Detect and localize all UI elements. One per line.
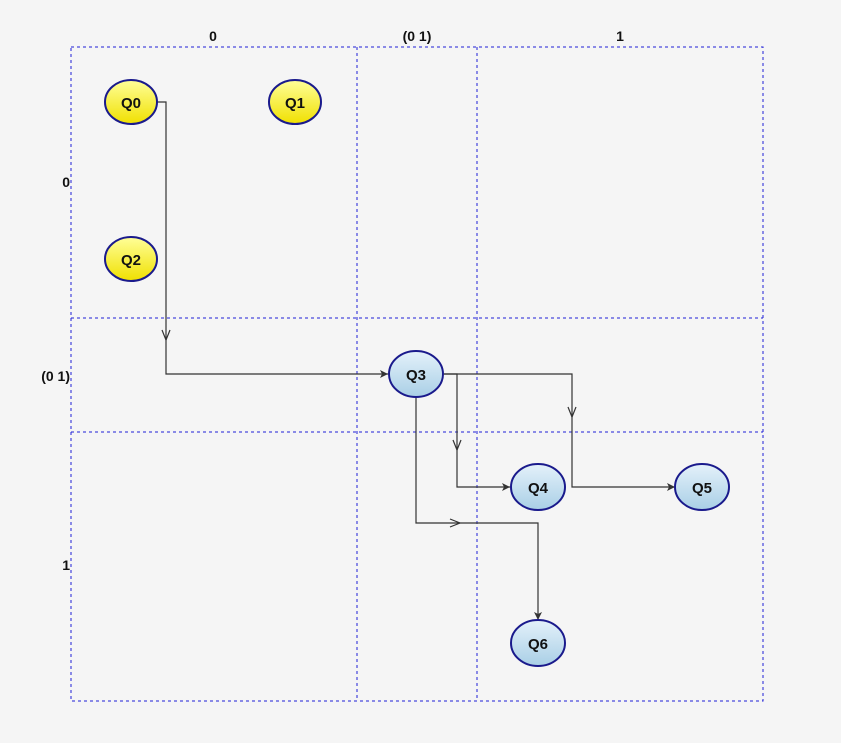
node-q4-label: Q4 (528, 480, 549, 497)
edge-q3-q5[interactable] (444, 373, 675, 488)
node-q1-label: Q1 (285, 95, 305, 112)
node-q4-shape (510, 463, 566, 511)
edges (156, 101, 675, 620)
row-header-1: 1 (62, 557, 70, 573)
edge-q0-q3-midarrow (161, 329, 171, 342)
state-node-q3[interactable]: Q3 (388, 350, 444, 398)
nodes: Q0 Q1 Q2 Q3 Q4 Q5 (104, 79, 730, 667)
edge-q3-q6-midarrow (449, 518, 462, 528)
edge-q3-q6[interactable] (415, 398, 539, 620)
node-q1-shape (268, 79, 322, 125)
node-q2-shape (104, 236, 158, 282)
column-headers: 0 (0 1) 1 (209, 28, 624, 44)
state-node-q6[interactable]: Q6 (510, 619, 566, 667)
node-q2-label: Q2 (121, 252, 141, 269)
node-q0-shape (104, 79, 158, 125)
edge-q3-q5-arrowhead (667, 483, 675, 491)
edge-q3-q5-midarrow (567, 406, 577, 419)
column-header-mid: (0 1) (403, 28, 432, 44)
column-header-0: 0 (209, 28, 217, 44)
node-q6-shape (510, 619, 566, 667)
column-header-1: 1 (616, 28, 624, 44)
node-q5-shape (674, 463, 730, 511)
edge-q0-q3[interactable] (156, 101, 388, 375)
row-header-0: 0 (62, 174, 70, 190)
node-q3-label: Q3 (406, 367, 426, 384)
edge-q0-q3-arrowhead (380, 370, 388, 378)
node-q0-label: Q0 (121, 95, 141, 112)
state-node-q4[interactable]: Q4 (510, 463, 566, 511)
node-q6-label: Q6 (528, 636, 548, 653)
edge-q3-q4-midarrow (452, 439, 462, 452)
state-node-q5[interactable]: Q5 (674, 463, 730, 511)
state-node-q2[interactable]: Q2 (104, 236, 158, 282)
node-q3-shape (388, 350, 444, 398)
state-node-q1[interactable]: Q1 (268, 79, 322, 125)
grid-border (70, 46, 764, 702)
node-q5-label: Q5 (692, 480, 712, 497)
state-node-q0[interactable]: Q0 (104, 79, 158, 125)
row-header-mid: (0 1) (41, 368, 70, 384)
row-headers: 0 (0 1) 1 (41, 174, 70, 573)
edge-q3-q6-arrowhead (534, 612, 542, 620)
edge-q3-q4-arrowhead (502, 483, 510, 491)
